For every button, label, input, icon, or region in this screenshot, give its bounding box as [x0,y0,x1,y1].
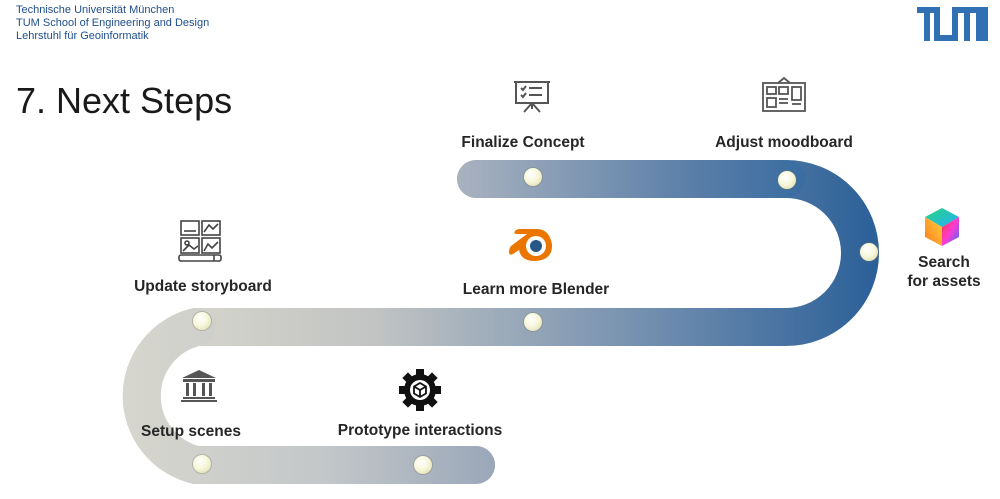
milestone-dot-adjust-moodboard [778,171,796,189]
color-cube-icon [925,208,959,246]
university-name: Technische Universität München [16,4,175,16]
milestone-dot-prototype-interactions [414,456,432,474]
step-label-prototype-interactions: Prototype interactions [337,422,503,439]
step-label-update-storyboard: Update storyboard [134,278,272,295]
step-label-finalize-concept: Finalize Concept [461,134,585,151]
chair-name: Lehrstuhl für Geoinformatik [16,30,149,42]
school-name: TUM School of Engineering and Design [16,17,210,29]
institution-header: Technische Universität München TUM Schoo… [16,4,209,43]
blender-logo-icon [509,229,553,261]
moodboard-icon [762,77,806,112]
tum-logo [917,7,988,41]
milestone-dot-update-storyboard [193,312,211,330]
milestone-dot-search-assets [860,243,878,261]
milestone-dot-finalize-concept [524,168,542,186]
presentation-board-icon [514,81,550,113]
step-label-adjust-moodboard: Adjust moodboard [715,134,853,151]
storyboard-icon [178,220,222,262]
milestone-dot-setup-scenes [193,455,211,473]
gear-cube-icon [399,369,441,411]
step-label-search-assets: Search for assets [907,253,980,291]
page-title: 7. Next Steps [16,80,233,121]
museum-icon [181,370,217,402]
step-label-learn-blender: Learn more Blender [462,281,610,298]
step-label-search-line1: Search [918,254,970,271]
milestone-dot-learn-blender [524,313,542,331]
step-label-search-line2: for assets [907,273,981,290]
step-label-setup-scenes: Setup scenes [141,423,241,440]
